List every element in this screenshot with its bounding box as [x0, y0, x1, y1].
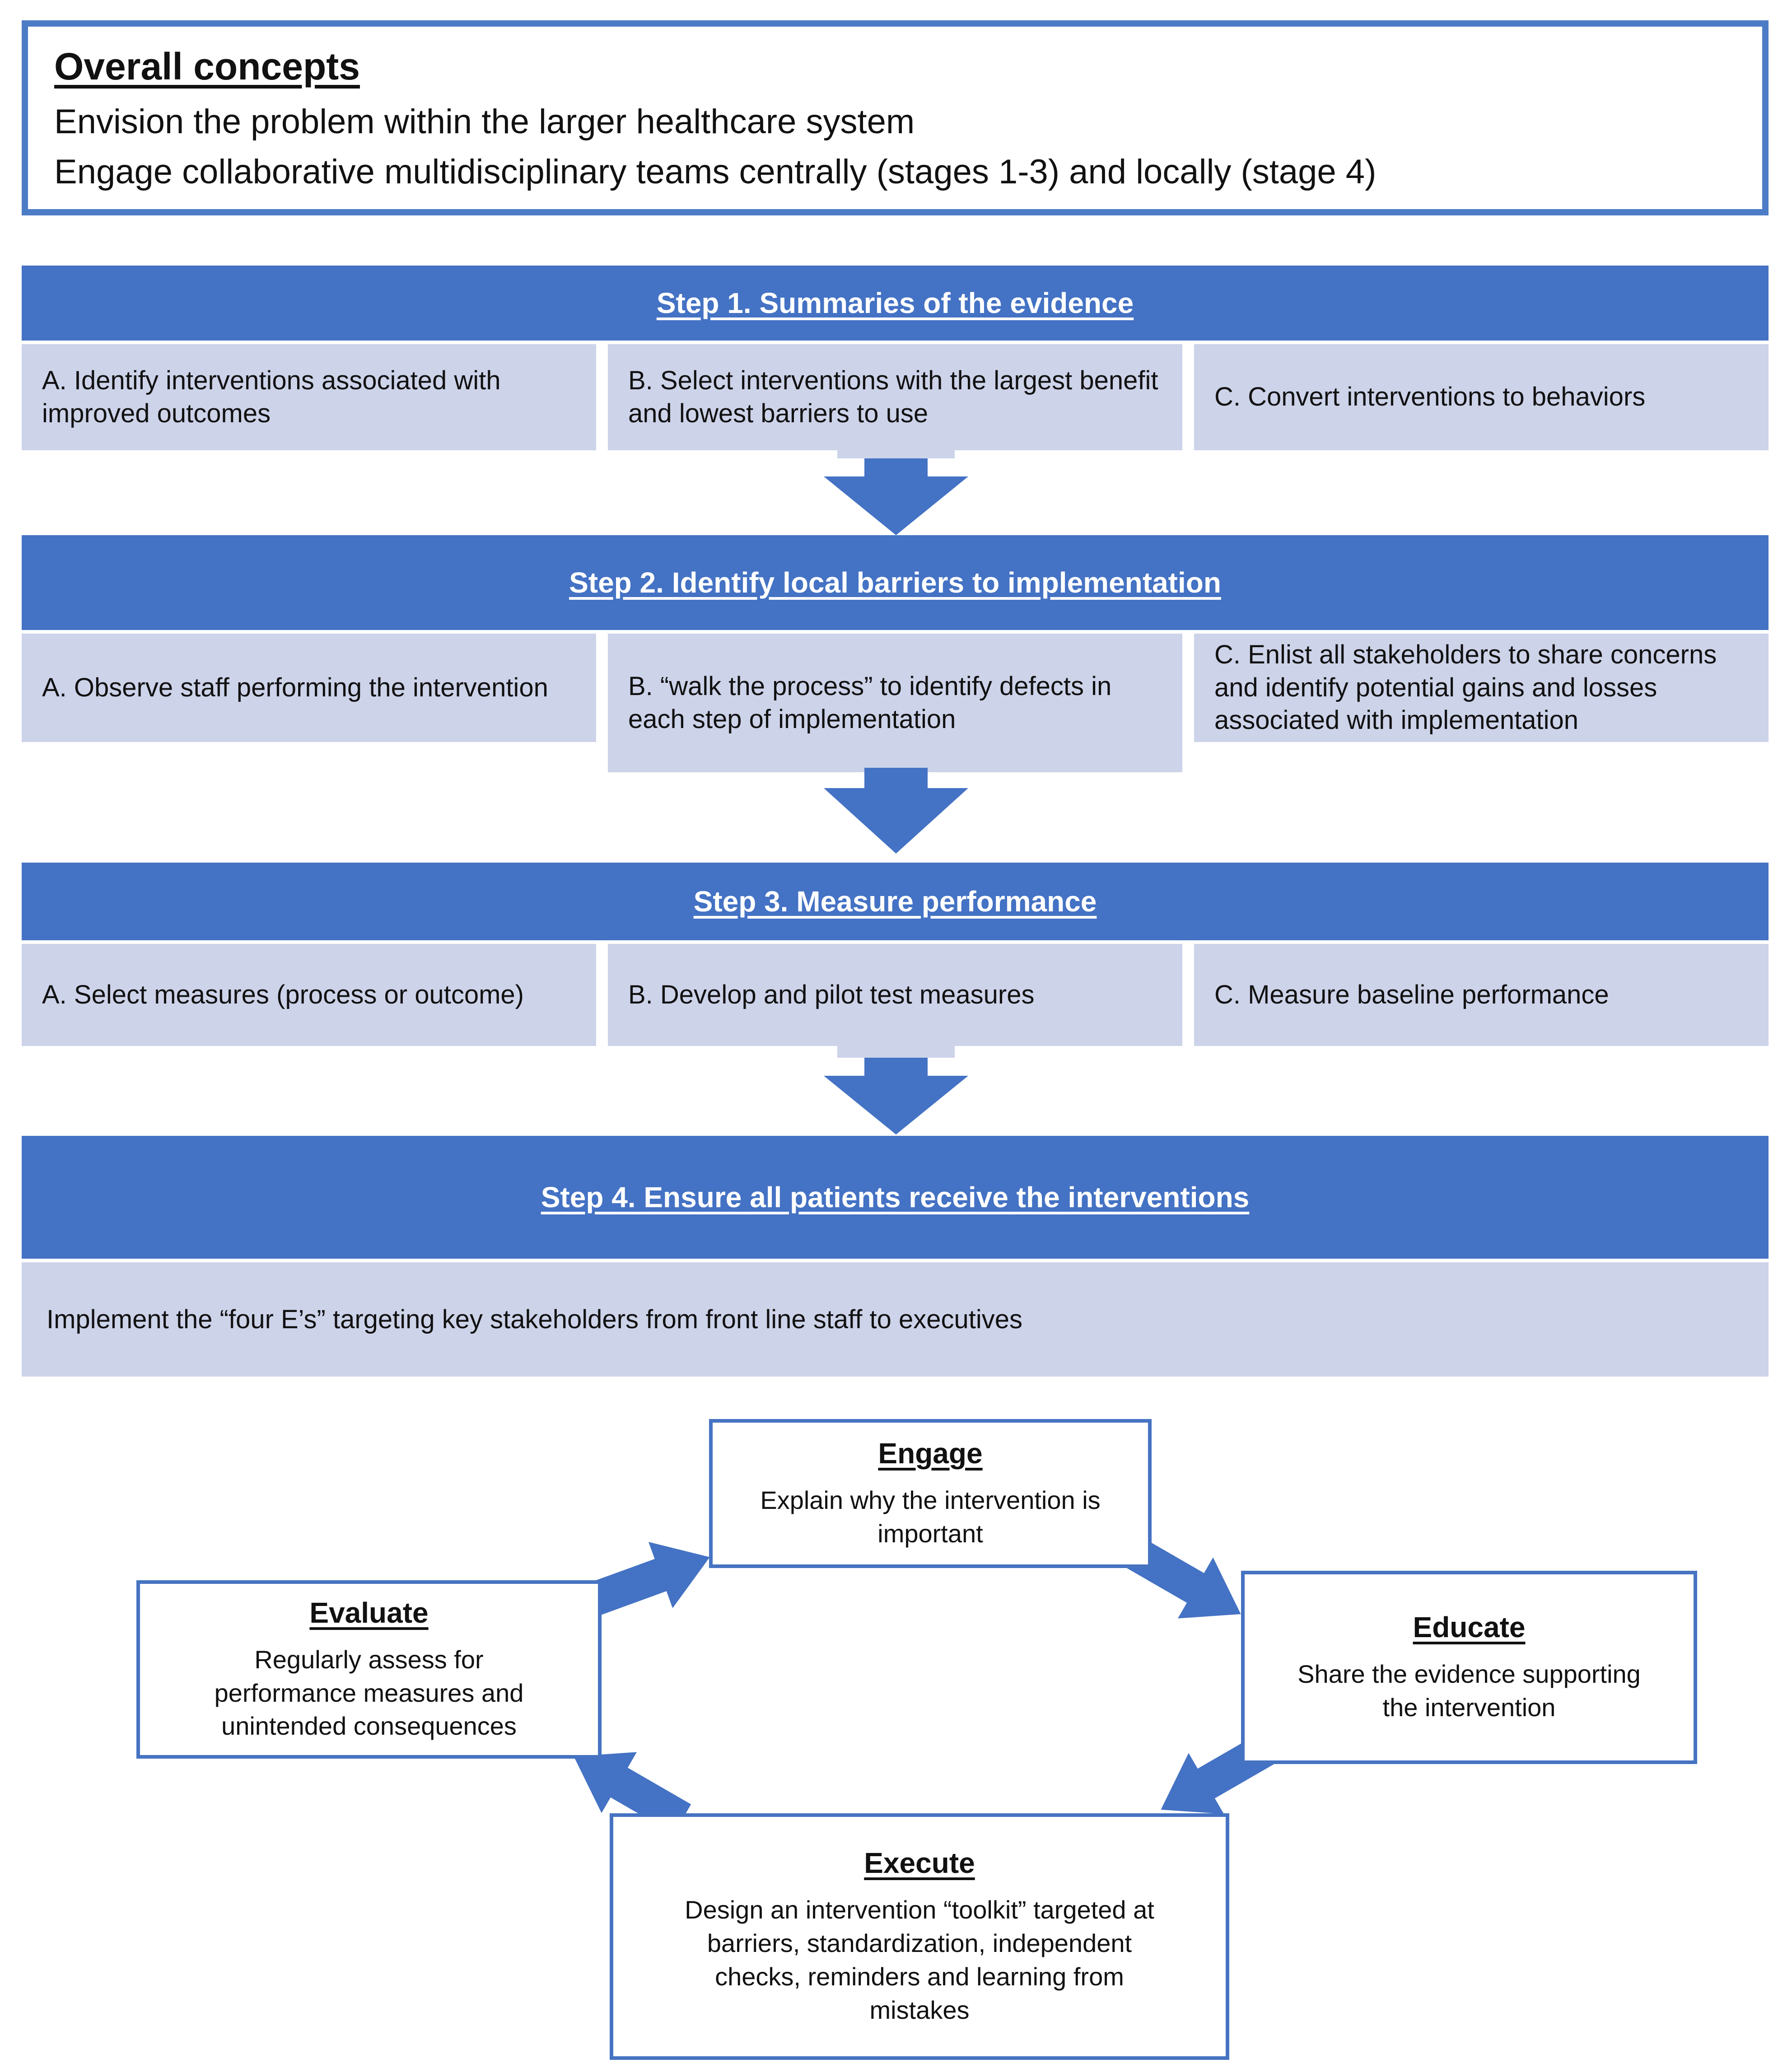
step3-header-label: Step 3. Measure performance — [693, 885, 1097, 918]
cycle-box-execute: Execute Design an intervention “toolkit”… — [610, 1813, 1229, 2060]
step4-body-box: Implement the “four E’s” targeting key s… — [22, 1262, 1769, 1377]
execute-line-1: Design an intervention “toolkit” targete… — [685, 1895, 1154, 1924]
execute-line-3: checks, reminders and learning from — [715, 1962, 1124, 1991]
engage-title: Engage — [878, 1437, 983, 1470]
evaluate-line-2: performance measures and — [214, 1678, 524, 1707]
step1-box-a: A. Identify interventions associated wit… — [22, 344, 596, 450]
execute-title: Execute — [864, 1847, 975, 1880]
overall-concepts-box: Overall concepts Envision the problem wi… — [22, 20, 1769, 215]
engage-line-1: Explain why the intervention is — [760, 1486, 1101, 1515]
arrow-stem — [864, 458, 928, 476]
step3-box-b: B. Develop and pilot test measures — [608, 944, 1182, 1046]
evaluate-line-1: Regularly assess for — [254, 1645, 484, 1674]
cycle-box-educate: Educate Share the evidence supporting th… — [1241, 1571, 1697, 1764]
execute-line-4: mistakes — [869, 1995, 970, 2024]
execute-line-2: barriers, standardization, independent — [707, 1929, 1132, 1958]
step1-box-row: A. Identify interventions associated wit… — [22, 344, 1769, 450]
educate-line-1: Share the evidence supporting — [1297, 1660, 1641, 1689]
overall-concepts-line-1: Envision the problem within the larger h… — [54, 103, 915, 141]
evaluate-title: Evaluate — [309, 1596, 429, 1629]
step2-box-row: A. Observe staff performing the interven… — [22, 634, 1769, 772]
educate-title: Educate — [1413, 1611, 1526, 1644]
down-arrow-step2-to-step3-icon — [0, 768, 1792, 854]
step4-header-label: Step 4. Ensure all patients receive the … — [541, 1181, 1250, 1214]
arrow-stub — [837, 1044, 955, 1058]
step3-box-row: A. Select measures (process or outcome) … — [22, 944, 1769, 1046]
step2-box-b: B. “walk the process” to identify defect… — [608, 634, 1182, 772]
arrow-head — [824, 1076, 968, 1134]
step2-header-label: Step 2. Identify local barriers to imple… — [569, 566, 1221, 599]
arrow-head — [824, 788, 968, 854]
step1-box-b: B. Select interventions with the largest… — [608, 344, 1182, 450]
educate-line-2: the intervention — [1382, 1693, 1556, 1722]
step3-box-a: A. Select measures (process or outcome) — [22, 944, 596, 1046]
arrow-head — [824, 476, 968, 535]
step2-box-a: A. Observe staff performing the interven… — [22, 634, 596, 742]
step2-header: Step 2. Identify local barriers to imple… — [22, 535, 1769, 630]
cycle-box-evaluate: Evaluate Regularly assess for performanc… — [136, 1580, 602, 1759]
down-arrow-step1-to-step2-icon — [0, 445, 1792, 535]
step3-header: Step 3. Measure performance — [22, 863, 1769, 940]
cycle-box-engage: Engage Explain why the intervention is i… — [709, 1419, 1152, 1568]
step4-header: Step 4. Ensure all patients receive the … — [22, 1136, 1769, 1259]
step1-box-c: C. Convert interventions to behaviors — [1194, 344, 1769, 450]
step3-box-c: C. Measure baseline performance — [1194, 944, 1769, 1046]
evaluate-line-3: unintended consequences — [221, 1712, 517, 1741]
overall-concepts-title: Overall concepts — [54, 45, 360, 88]
step1-header-label: Step 1. Summaries of the evidence — [656, 287, 1134, 319]
step2-box-c: C. Enlist all stakeholders to share conc… — [1194, 634, 1769, 742]
overall-concepts-line-2: Engage collaborative multidisciplinary t… — [54, 153, 1377, 191]
down-arrow-step3-to-step4-icon — [0, 1044, 1792, 1134]
engage-line-2: important — [877, 1519, 983, 1548]
step1-header: Step 1. Summaries of the evidence — [22, 266, 1769, 341]
arrow-stem — [864, 1058, 928, 1076]
